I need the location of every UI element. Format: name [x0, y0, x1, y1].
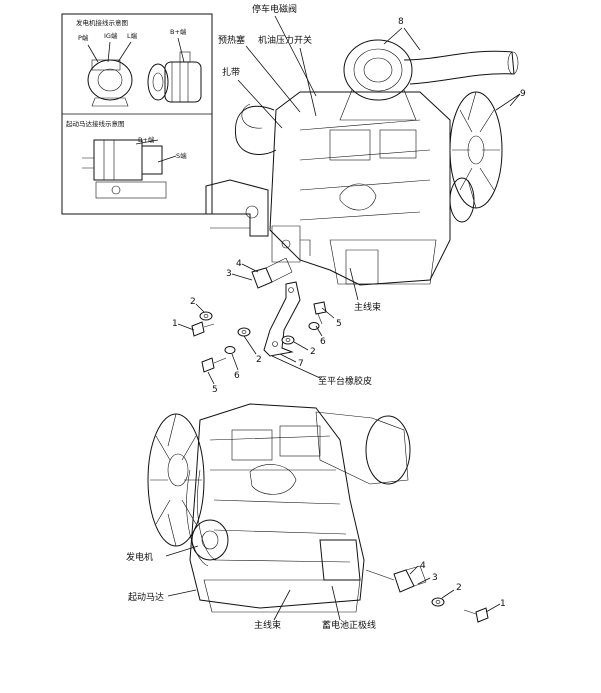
- callout-2-top-b: 2: [256, 355, 262, 365]
- label-parking-solenoid: 停车电磁阀: [252, 3, 297, 15]
- bottom-exploded-parts: 4 3 2 1: [365, 561, 506, 623]
- starter-body: [319, 539, 361, 581]
- callout-6-top: 6: [234, 371, 240, 381]
- starter-terminal-s: S端: [176, 151, 187, 160]
- callout-6-top-b: 6: [320, 337, 326, 347]
- label-starter: 起动马达: [128, 591, 164, 603]
- part-1-bolt: [191, 321, 215, 337]
- callout-4-top: 4: [236, 259, 242, 269]
- callout-1-bottom: 1: [500, 599, 506, 609]
- callout-9: 9: [520, 89, 526, 99]
- callout-2-bottom: 2: [456, 583, 462, 593]
- part-7-bracket: [263, 281, 301, 357]
- top-exploded-parts: 4 3 2 1 2 6 5: [172, 257, 372, 395]
- part-5-bolt-left: [201, 357, 227, 373]
- starter-terminal-b-plus: B+端: [138, 135, 155, 144]
- alternator-wiring-title: 发电机接线示意图: [76, 18, 128, 27]
- callout-5-top-a: 5: [212, 385, 218, 395]
- label-battery-positive: 蓄电池正极线: [322, 619, 376, 631]
- terminal-b-plus: B+端: [170, 27, 187, 36]
- callout-1-top: 1: [172, 319, 178, 329]
- part-4-clamp-bottom: [393, 565, 427, 593]
- terminal-ig: IG端: [104, 31, 118, 40]
- label-strap: 扎带: [222, 66, 240, 78]
- part-2-washer: [199, 311, 213, 321]
- part-2-washer-bottom: [431, 597, 445, 607]
- cooling-fan-top: [449, 91, 503, 209]
- wiring-inset-box: 发电机接线示意图 P端 IG端 L端 B+端 起动马达接线示意图 B+端: [61, 13, 213, 215]
- label-main-harness-top: 主线束: [354, 301, 381, 313]
- callout-2-top-c: 2: [310, 347, 316, 357]
- alternator-side-drawing: [147, 37, 202, 103]
- label-to-platform: 至平台橡胶皮: [318, 375, 372, 387]
- callout-7-top: 7: [298, 359, 304, 369]
- alternator-small-drawing: [87, 41, 133, 107]
- label-main-harness-bottom: 主线束: [254, 619, 281, 631]
- label-oil-pressure-switch: 机油压力开关: [258, 34, 312, 46]
- bottom-callouts: 发电机 起动马达 主线束 蓄电池正极线: [126, 545, 376, 631]
- callout-3-bottom: 3: [432, 573, 438, 583]
- callout-3-top: 3: [226, 269, 232, 279]
- alternator-body: [191, 519, 229, 561]
- starter-wiring-title: 起动马达接线示意图: [66, 119, 125, 128]
- engine-bottom-view: [147, 403, 411, 613]
- callout-4-bottom: 4: [420, 561, 426, 571]
- terminal-l: L端: [127, 31, 138, 40]
- part-1-bolt-bottom: [463, 607, 489, 623]
- part-4-clamp: [251, 257, 293, 289]
- terminal-p: P端: [78, 33, 89, 42]
- label-alternator: 发电机: [126, 551, 153, 563]
- label-glow-plug: 预热塞: [218, 34, 245, 46]
- callout-8: 8: [398, 17, 404, 27]
- starter-small-drawing: [82, 139, 177, 199]
- part-5-bolt-right: [313, 301, 327, 325]
- cooling-fan-bottom: [147, 413, 205, 547]
- callout-5-top-b: 5: [336, 319, 342, 329]
- engine-top-view: [205, 39, 519, 286]
- callout-2-top-a: 2: [190, 297, 196, 307]
- top-callouts: 停车电磁阀 预热塞 机油压力开关 扎带 8 9 主线束: [218, 3, 526, 313]
